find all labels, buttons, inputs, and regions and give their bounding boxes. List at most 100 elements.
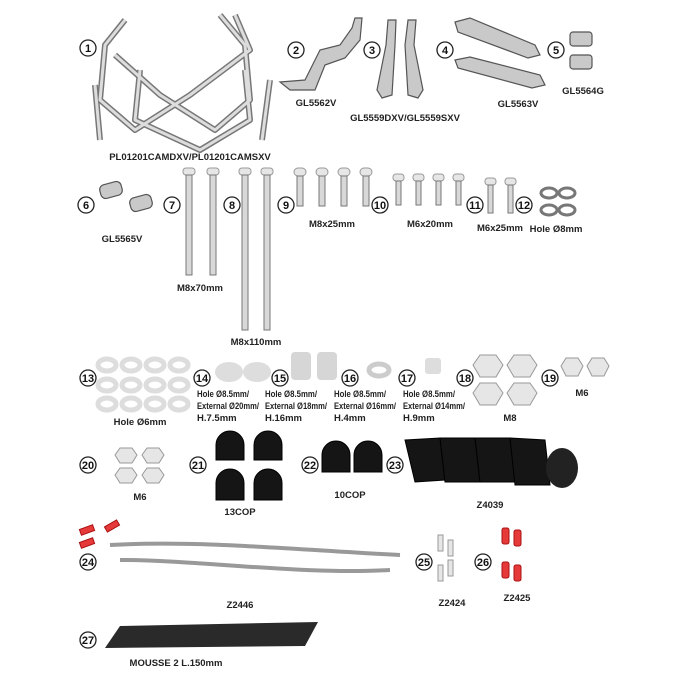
spacer-part-5b xyxy=(569,54,593,70)
item-number-badge: 9 xyxy=(277,196,295,214)
label-item-7: M8x70mm xyxy=(177,283,223,294)
label-item-13: Hole Ø6mm xyxy=(114,417,167,428)
item-number-badge: 26 xyxy=(474,553,492,571)
spacer-part-15 xyxy=(291,352,337,380)
number-circle xyxy=(386,456,404,474)
label-item-21: 13COP xyxy=(224,507,256,518)
item-number-badge: 23 xyxy=(386,456,404,474)
number-circle xyxy=(79,553,97,571)
number-circle xyxy=(189,456,207,474)
item-number: 9 xyxy=(283,200,289,212)
item-number: 18 xyxy=(459,373,471,385)
item-number-badge: 1 xyxy=(79,39,97,57)
label-item-23: Z4039 xyxy=(477,500,504,511)
item-number-badge: 4 xyxy=(436,41,454,59)
label-item-17-line3: H.9mm xyxy=(403,413,435,424)
item-number-badge: 13 xyxy=(79,369,97,387)
label-item-25: Z2424 xyxy=(439,598,467,609)
number-circle xyxy=(547,41,565,59)
item-number-badge: 19 xyxy=(541,369,559,387)
number-circle xyxy=(287,41,305,59)
washer-part-12 xyxy=(539,186,577,217)
label-item-19: M6 xyxy=(575,388,588,399)
item-number-badge: 5 xyxy=(547,41,565,59)
label-item-15-line3: H.16mm xyxy=(265,413,302,424)
item-number: 26 xyxy=(477,557,489,569)
item-number: 5 xyxy=(553,45,559,57)
label-item-12: Hole Ø8mm xyxy=(530,224,583,235)
plate-part-4b xyxy=(454,56,546,89)
label-item-26: Z2425 xyxy=(504,593,532,604)
number-circle xyxy=(371,196,389,214)
label-item-8: M8x110mm xyxy=(231,337,282,348)
number-circle xyxy=(515,196,533,214)
number-circle xyxy=(79,39,97,57)
connector-part-26 xyxy=(501,527,522,582)
label-item-4: GL5563V xyxy=(498,99,539,110)
item-number: 1 xyxy=(85,43,91,55)
bolt-part-9 xyxy=(293,167,373,207)
label-item-6: GL5565V xyxy=(102,234,143,245)
number-circle xyxy=(301,456,319,474)
item-number-badge: 7 xyxy=(163,196,181,214)
number-circle xyxy=(193,369,211,387)
bolt-part-8 xyxy=(238,167,274,331)
item-number: 8 xyxy=(229,200,235,212)
item-number-badge: 25 xyxy=(415,553,433,571)
number-circle xyxy=(79,456,97,474)
item-number-badge: 24 xyxy=(79,553,97,571)
label-item-10: M6x20mm xyxy=(407,219,453,230)
nut-part-18 xyxy=(472,354,538,406)
label-item-16-line2: External Ø16mm/ xyxy=(334,401,396,412)
label-item-14-line1: Hole Ø8.5mm/ xyxy=(197,389,249,400)
item-number-badge: 3 xyxy=(363,41,381,59)
item-number: 21 xyxy=(192,460,204,472)
item-number-badge: 22 xyxy=(301,456,319,474)
label-item-15-line2: External Ø18mm/ xyxy=(265,401,327,412)
item-number: 2 xyxy=(293,45,299,57)
item-number-badge: 6 xyxy=(77,196,95,214)
number-circle xyxy=(341,369,359,387)
number-circle xyxy=(163,196,181,214)
cap-part-23 xyxy=(404,437,578,488)
number-circle xyxy=(541,369,559,387)
item-number-badge: 21 xyxy=(189,456,207,474)
label-item-16-line3: H.4mm xyxy=(334,413,366,424)
connector-part-25 xyxy=(437,534,454,582)
number-circle xyxy=(223,196,241,214)
wire-terminal-part-24 xyxy=(78,519,121,549)
item-number: 11 xyxy=(469,200,481,212)
label-item-27: MOUSSE 2 L.150mm xyxy=(130,658,223,669)
item-number-badge: 8 xyxy=(223,196,241,214)
item-number-badge: 10 xyxy=(371,196,389,214)
label-item-14-line3: H.7.5mm xyxy=(197,413,237,424)
item-number: 24 xyxy=(82,557,95,569)
item-number: 4 xyxy=(442,45,449,57)
item-number-badge: 15 xyxy=(271,369,289,387)
label-item-2: GL5562V xyxy=(296,98,337,109)
spacer-part-14 xyxy=(215,362,271,382)
item-number: 7 xyxy=(169,200,175,212)
bolt-part-11 xyxy=(484,177,517,214)
number-circle xyxy=(363,41,381,59)
item-number: 25 xyxy=(418,557,430,569)
bolt-part-7 xyxy=(182,167,220,276)
label-item-9: M8x25mm xyxy=(309,219,355,230)
nut-part-19 xyxy=(560,357,610,377)
number-circle xyxy=(79,631,97,649)
item-number-badge: 12 xyxy=(515,196,533,214)
number-circle xyxy=(398,369,416,387)
item-number-badge: 18 xyxy=(456,369,474,387)
label-item-14-line2: External Ø20mm/ xyxy=(197,401,259,412)
item-number: 27 xyxy=(82,635,94,647)
label-item-22: 10COP xyxy=(334,490,366,501)
item-number-badge: 14 xyxy=(193,369,211,387)
item-number-badge: 16 xyxy=(341,369,359,387)
label-item-24: Z2446 xyxy=(227,600,254,611)
number-circle xyxy=(466,196,484,214)
frame-part-1-highlight xyxy=(93,14,272,152)
label-item-3: GL5559DXV/GL5559SXV xyxy=(350,113,460,124)
bolt-part-10 xyxy=(392,173,465,206)
